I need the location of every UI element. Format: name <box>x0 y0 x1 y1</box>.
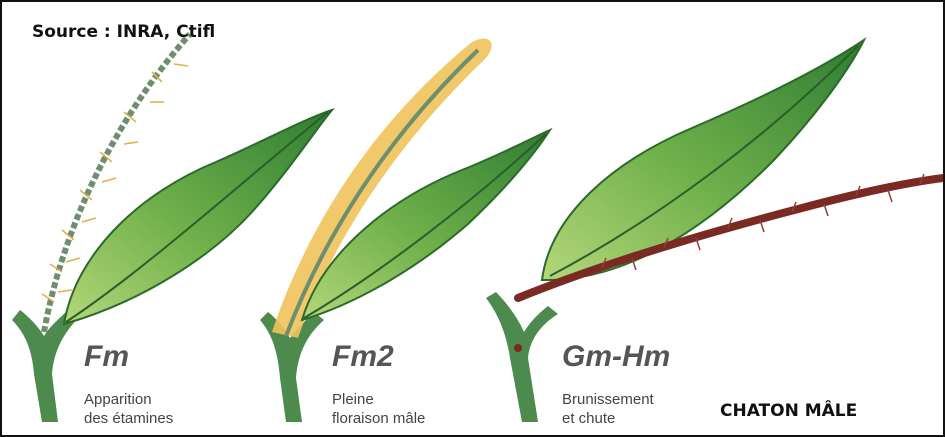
plant-gm-hm <box>486 40 943 422</box>
catkin-base-gm-hm <box>514 344 522 352</box>
stage-desc-gm-hm-line1: Brunissement <box>562 391 654 408</box>
stage-code-gm-hm: Gm-Hm <box>562 340 670 374</box>
leaf-gm-hm <box>542 40 864 280</box>
stage-desc-gm-hm-line2: et chute <box>562 410 615 427</box>
stage-code-fm2: Fm2 <box>332 340 394 374</box>
stage-code-fm: Fm <box>84 340 129 374</box>
stem-gm-hm <box>486 292 558 422</box>
stage-desc-fm-line1: Apparition <box>84 391 152 408</box>
stage-desc-fm-line2: des étamines <box>84 410 173 427</box>
stage-desc-fm2-line1: Pleine <box>332 391 374 408</box>
stage-desc-fm2-line2: floraison mâle <box>332 410 425 427</box>
source-credit: Source : INRA, Ctifl <box>32 22 215 42</box>
diagram-caption: CHATON MÂLE <box>720 401 857 421</box>
stage-desc-gm-hm: Brunissement et chute <box>562 390 654 428</box>
stage-desc-fm2: Pleine floraison mâle <box>332 390 425 428</box>
plant-fm2 <box>260 39 550 422</box>
stage-desc-fm: Apparition des étamines <box>84 390 173 428</box>
